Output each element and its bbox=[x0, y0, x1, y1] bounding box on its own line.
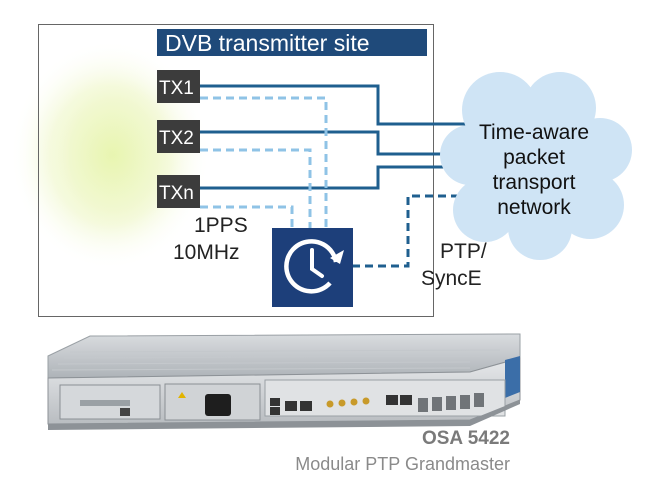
site-box bbox=[38, 24, 434, 317]
tx1-label: TX1 bbox=[159, 78, 194, 99]
transport-network-cloud bbox=[440, 72, 632, 260]
link-label-ptp: PTP/ bbox=[440, 240, 487, 263]
link-label-synce: SyncE bbox=[421, 267, 482, 290]
dashed-links bbox=[200, 96, 328, 230]
product-model: OSA 5422 bbox=[422, 428, 510, 449]
solid-links bbox=[200, 84, 470, 190]
device-photo bbox=[47, 333, 521, 430]
ptp-link bbox=[352, 194, 470, 268]
cloud-text-line3: transport bbox=[493, 171, 576, 194]
power-socket bbox=[205, 394, 231, 416]
cloud-text-line4: network bbox=[497, 196, 571, 219]
cloud-text-line2: packet bbox=[503, 146, 565, 169]
clock-sync-icon bbox=[272, 228, 353, 307]
product-description: Modular PTP Grandmaster bbox=[295, 454, 510, 474]
cloud-text-line1: Time-aware bbox=[479, 121, 589, 144]
clock-label-10mhz: 10MHz bbox=[173, 241, 240, 264]
tx1-box: TX1 bbox=[157, 70, 200, 103]
txn-box: TXn bbox=[157, 175, 200, 208]
clock-label-1pps: 1PPS bbox=[194, 214, 248, 237]
txn-label: TXn bbox=[159, 183, 194, 204]
site-title-bg bbox=[157, 29, 427, 56]
site-title: DVB transmitter site bbox=[165, 30, 370, 56]
tx2-label: TX2 bbox=[159, 128, 194, 149]
tx2-box: TX2 bbox=[157, 120, 200, 153]
